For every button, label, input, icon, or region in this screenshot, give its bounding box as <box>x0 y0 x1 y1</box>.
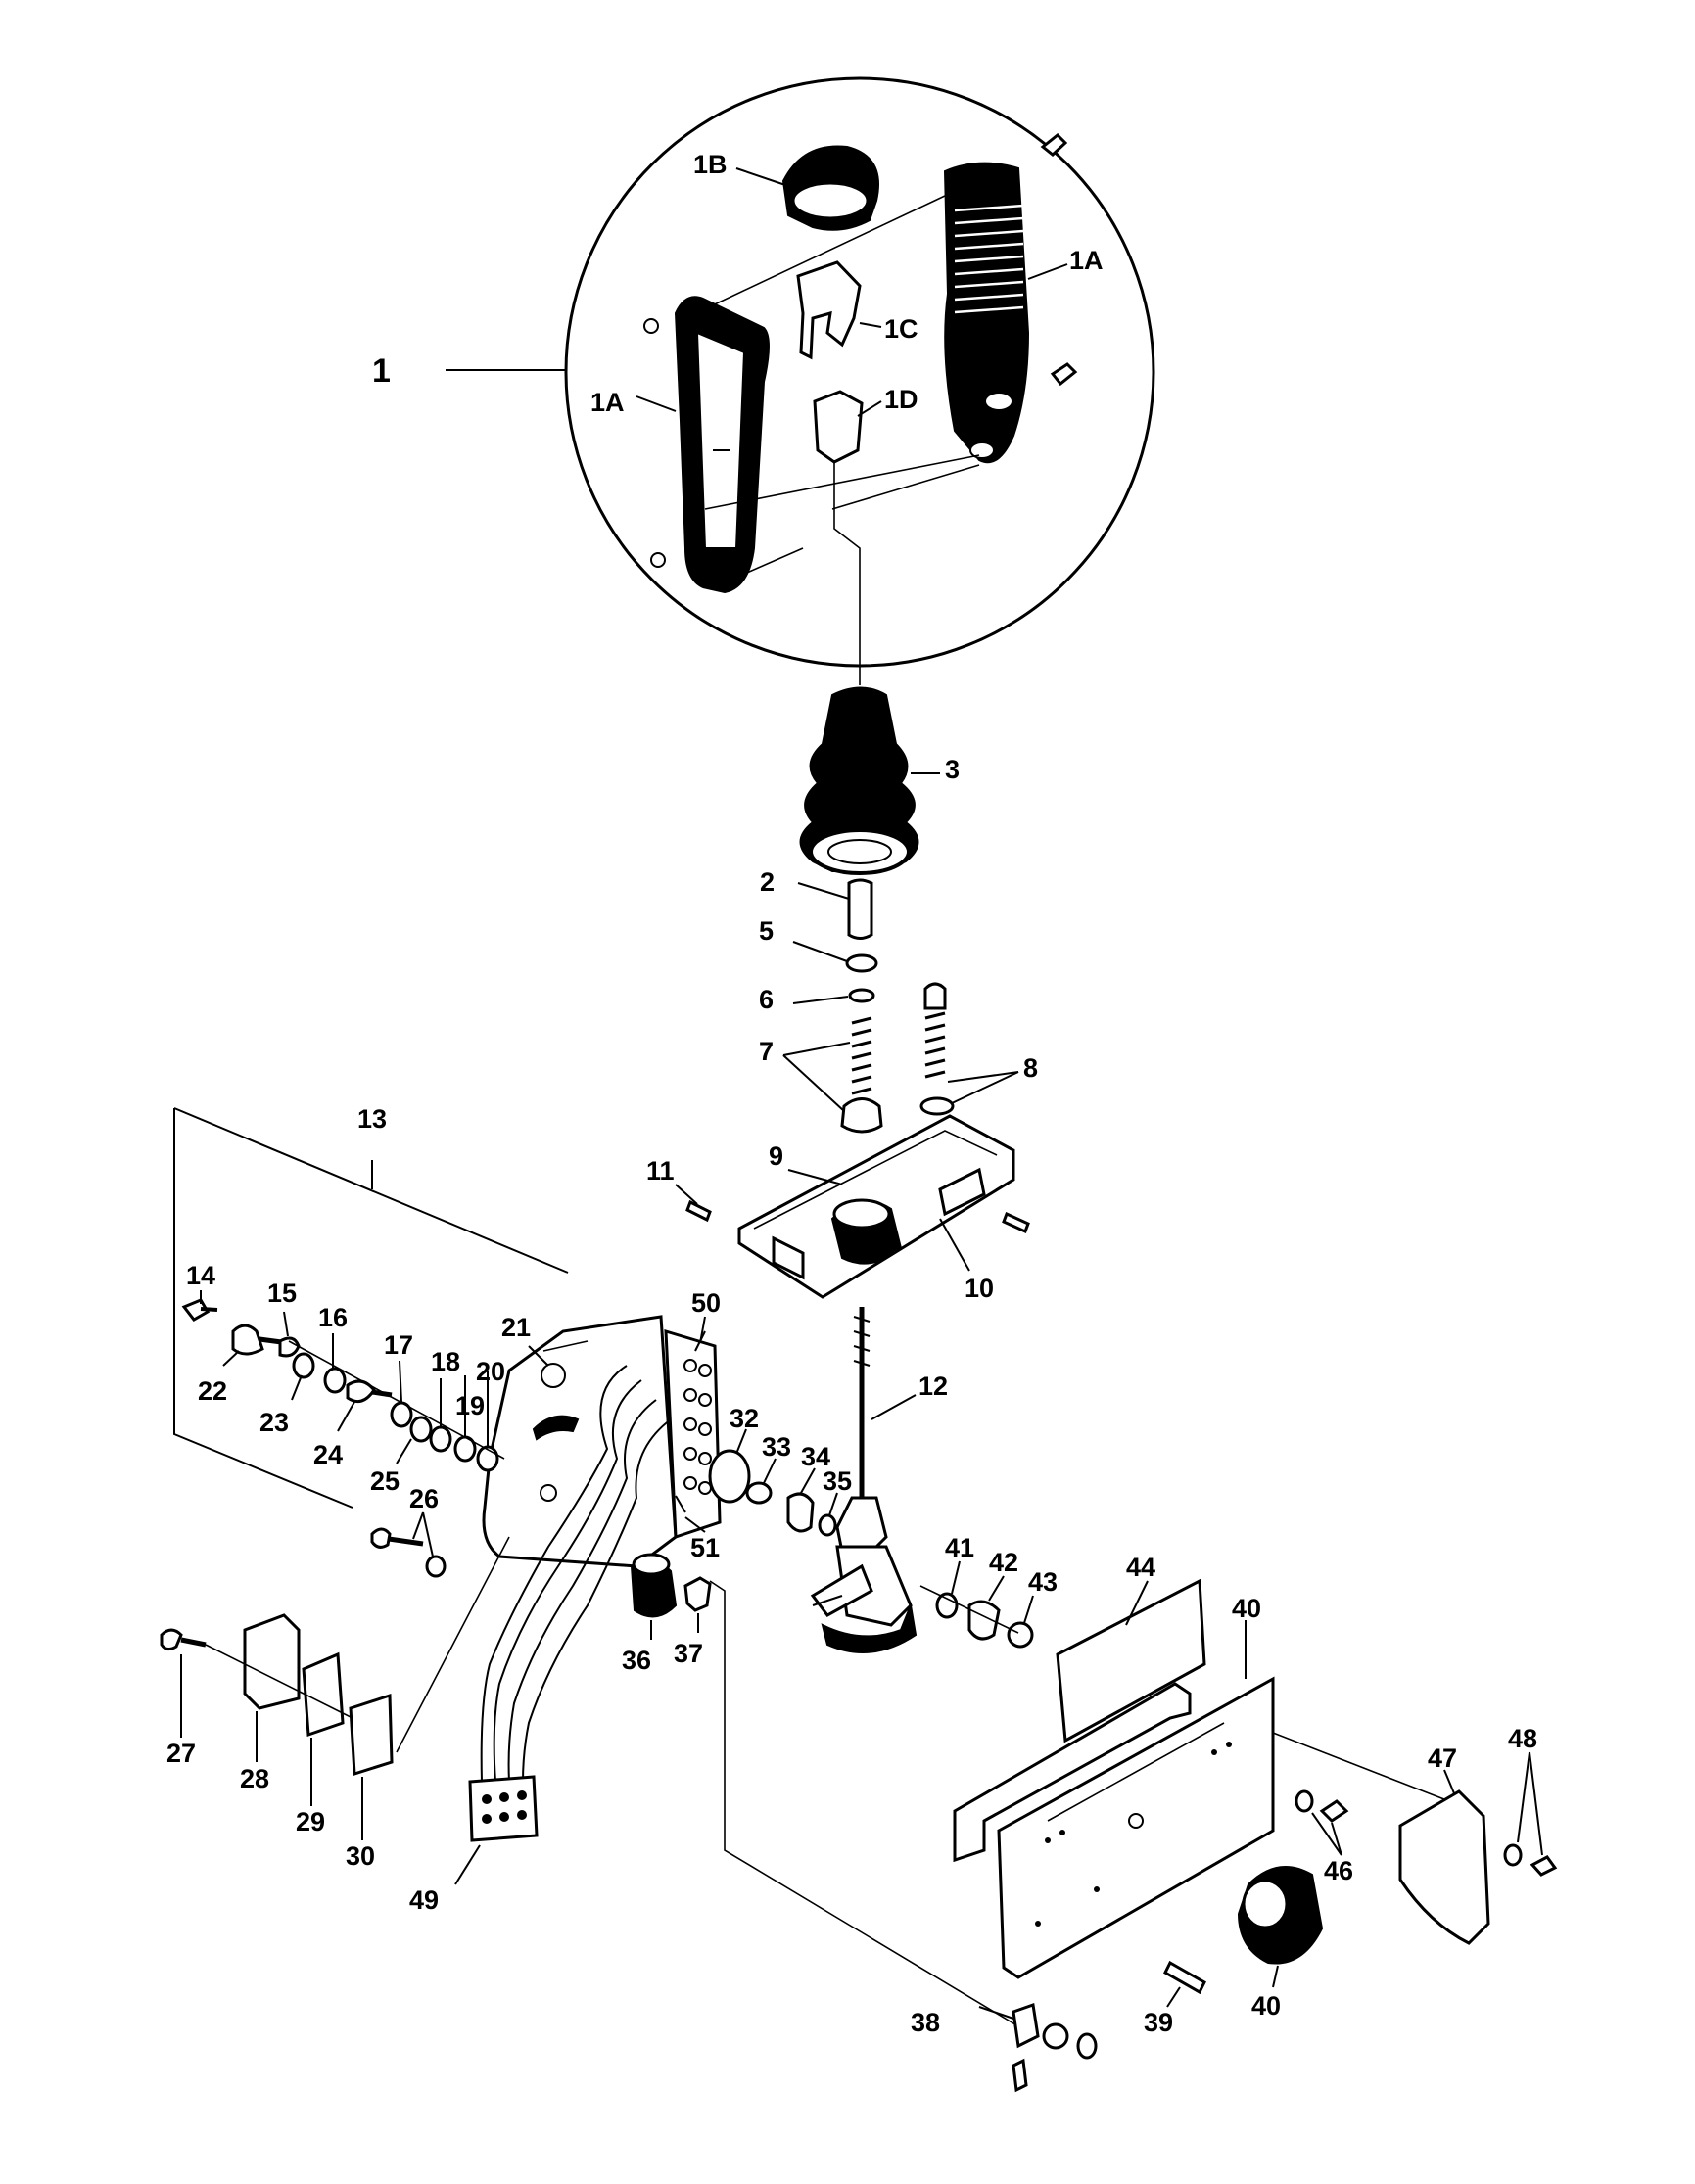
part-26-screw <box>370 1511 447 1578</box>
callout-33: 33 <box>762 1432 791 1462</box>
callout-16: 16 <box>318 1303 348 1332</box>
terminal-leaders <box>675 1316 706 1513</box>
part-1b-cap <box>735 145 879 231</box>
callout-30: 30 <box>346 1841 375 1871</box>
callout-1a-right: 1A <box>1069 246 1104 275</box>
part-40-potentiometer <box>1237 1866 1324 1988</box>
callout-12: 12 <box>918 1371 948 1401</box>
callout-15: 15 <box>267 1278 297 1308</box>
callout-39: 39 <box>1144 2008 1173 2037</box>
parts-27-30-bracket-group <box>160 1536 510 1840</box>
callout-43: 43 <box>1028 1567 1058 1597</box>
callout-1d: 1D <box>884 385 918 414</box>
part-5-6-washers <box>792 941 878 1004</box>
callout-47: 47 <box>1428 1743 1457 1773</box>
callout-32: 32 <box>730 1404 759 1433</box>
callout-44: 44 <box>1126 1553 1155 1582</box>
callout-27: 27 <box>166 1739 196 1768</box>
part-13-switch-box <box>173 1107 722 1568</box>
part-11-pin <box>675 1184 1030 1234</box>
callout-1: 1 <box>372 352 391 390</box>
callout-1c: 1C <box>884 314 918 344</box>
callout-10: 10 <box>965 1274 994 1303</box>
callout-2: 2 <box>760 867 775 897</box>
circle-assembly-lines <box>684 195 980 685</box>
callout-40-bottom: 40 <box>1251 1991 1281 2021</box>
callout-36: 36 <box>622 1646 651 1675</box>
part-1a-left-grip <box>636 296 770 594</box>
part-1c-bracket <box>796 260 882 360</box>
callout-13: 13 <box>357 1104 387 1134</box>
callout-8: 8 <box>1023 1053 1038 1083</box>
part-39-pin <box>1163 1960 1206 2008</box>
part-48-screw <box>1503 1751 1558 1877</box>
part-3-boot <box>799 686 940 875</box>
callout-22: 22 <box>198 1376 227 1406</box>
callout-34: 34 <box>801 1442 830 1471</box>
callout-24: 24 <box>313 1440 343 1469</box>
callout-labels: 1 1A 1A 1B 1C 1D 2 3 5 6 7 8 9 10 11 12 … <box>166 150 1537 2037</box>
part-44-frame <box>953 1578 1206 1863</box>
part-40-plate <box>997 1620 1450 1979</box>
callout-19: 19 <box>455 1391 485 1420</box>
callout-25: 25 <box>370 1466 400 1496</box>
callout-40-top: 40 <box>1232 1594 1261 1623</box>
part-1a-right-grip <box>943 132 1078 464</box>
callout-20: 20 <box>476 1357 505 1386</box>
callout-23: 23 <box>259 1408 289 1437</box>
callout-41: 41 <box>945 1533 974 1562</box>
callout-18: 18 <box>431 1347 460 1376</box>
callout-38: 38 <box>911 2008 940 2037</box>
parts-14-25-fasteners <box>181 1290 505 1472</box>
part-2-sleeve <box>797 878 873 940</box>
part-49-harness <box>454 1365 672 1885</box>
callout-3: 3 <box>945 755 960 784</box>
callout-6: 6 <box>759 985 774 1014</box>
callout-21: 21 <box>501 1313 531 1342</box>
callout-1b: 1B <box>693 150 728 179</box>
callout-50: 50 <box>691 1288 721 1318</box>
part-7-spring-plunger <box>782 1016 883 1134</box>
callout-42: 42 <box>989 1548 1018 1577</box>
part-8-screw-assembly <box>919 982 1019 1116</box>
callout-48: 48 <box>1508 1724 1537 1753</box>
parts-36-37-connector <box>630 1553 712 1640</box>
callout-49: 49 <box>409 1885 439 1915</box>
parts-41-43-bushings <box>919 1560 1034 1649</box>
callout-9: 9 <box>769 1141 783 1171</box>
callout-28: 28 <box>240 1764 269 1793</box>
callout-51: 51 <box>690 1533 720 1562</box>
part-9-plate <box>737 1114 1015 1299</box>
part-38-bracket <box>709 1580 1098 2093</box>
part-1d-block <box>813 390 882 464</box>
part-12-lever-shaft <box>810 1307 918 1653</box>
callout-1a-left: 1A <box>590 388 625 417</box>
callout-29: 29 <box>296 1807 325 1836</box>
callout-7: 7 <box>759 1037 774 1066</box>
callout-37: 37 <box>674 1639 703 1668</box>
callout-46: 46 <box>1324 1856 1353 1885</box>
callout-17: 17 <box>384 1330 413 1360</box>
callout-14: 14 <box>186 1261 215 1290</box>
callout-35: 35 <box>823 1466 852 1496</box>
parts-32-35-bushings <box>708 1428 838 1537</box>
callout-11: 11 <box>646 1156 675 1185</box>
part-47-cover <box>1398 1769 1490 1945</box>
part-46-screws <box>1295 1789 1349 1856</box>
callout-26: 26 <box>409 1484 439 1513</box>
callout-5: 5 <box>759 916 774 946</box>
